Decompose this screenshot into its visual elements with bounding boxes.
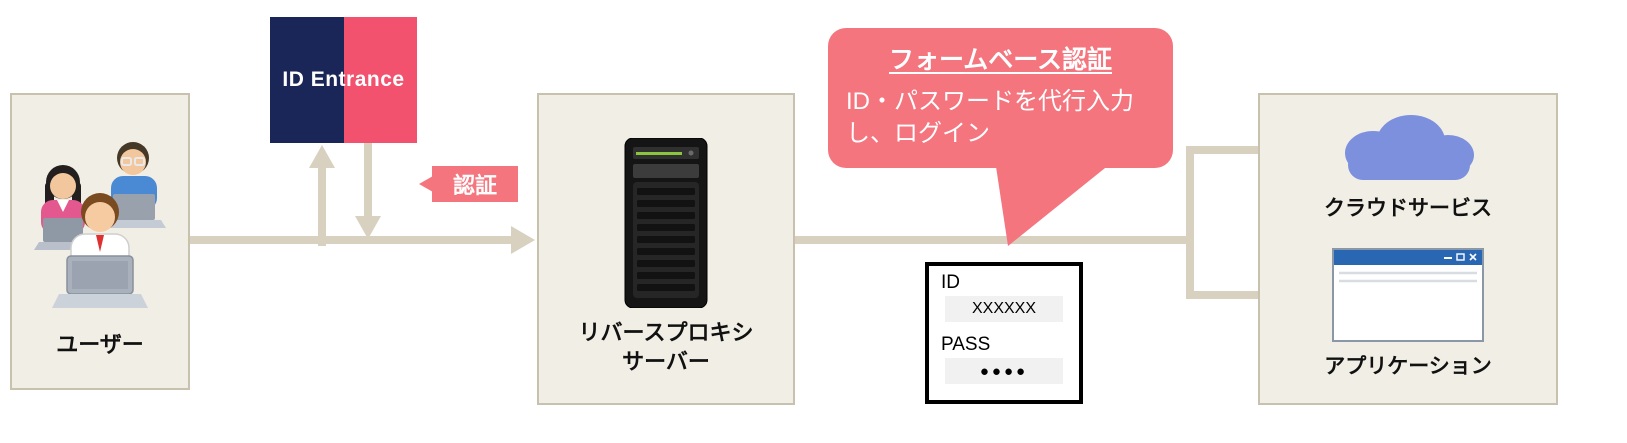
arrowhead-up-identrance: [309, 145, 335, 168]
callout-body-line2: し、ログイン: [846, 120, 990, 148]
callout-body: ID・パスワードを代行入力 し、ログイン: [846, 86, 1155, 151]
id-entrance-logo: ID Entrance: [270, 17, 417, 143]
reverse-proxy-label-line1: リバースプロキシ: [578, 320, 754, 345]
auth-tag-label: 認証: [452, 173, 497, 198]
auth-tag: 認証: [419, 166, 518, 202]
form-id-input: XXXXXX: [945, 296, 1063, 322]
server-rack-icon: [624, 138, 708, 308]
arrowhead-down-identrance: [355, 216, 381, 239]
user-woman: [34, 165, 92, 250]
cloud-service-label: クラウドサービス: [1324, 197, 1492, 220]
cloud-icon: [1345, 115, 1474, 180]
callout-body-line1: ID・パスワードを代行入力: [846, 88, 1134, 115]
login-form-illustration: ID XXXXXX PASS ●●●●: [925, 262, 1083, 404]
form-pass-label: PASS: [941, 334, 991, 355]
form-auth-callout: フォームベース認証 ID・パスワードを代行入力 し、ログイン: [828, 28, 1173, 168]
form-id-label: ID: [941, 272, 960, 293]
form-pass-input: ●●●●: [945, 358, 1063, 384]
users-with-laptops-icon: [34, 142, 166, 308]
logo-pink-half: [343, 17, 417, 143]
arrowhead-into-proxy: [511, 226, 535, 254]
id-entrance-label: ID Entrance: [282, 68, 405, 91]
user-man-glasses: [104, 142, 166, 228]
reverse-proxy-label: リバースプロキシ サーバー: [539, 319, 793, 376]
reverse-proxy-label-line2: サーバー: [622, 348, 710, 374]
callout-tail: [995, 160, 1115, 246]
application-label: アプリケーション: [1324, 355, 1492, 378]
users-label: ユーザー: [56, 332, 144, 357]
logo-navy-half: [270, 17, 344, 143]
user-man-front: [52, 193, 148, 308]
users-box: ユーザー: [10, 93, 190, 390]
browser-window-icon: [1332, 248, 1484, 342]
callout-title: フォームベース認証: [888, 46, 1112, 74]
